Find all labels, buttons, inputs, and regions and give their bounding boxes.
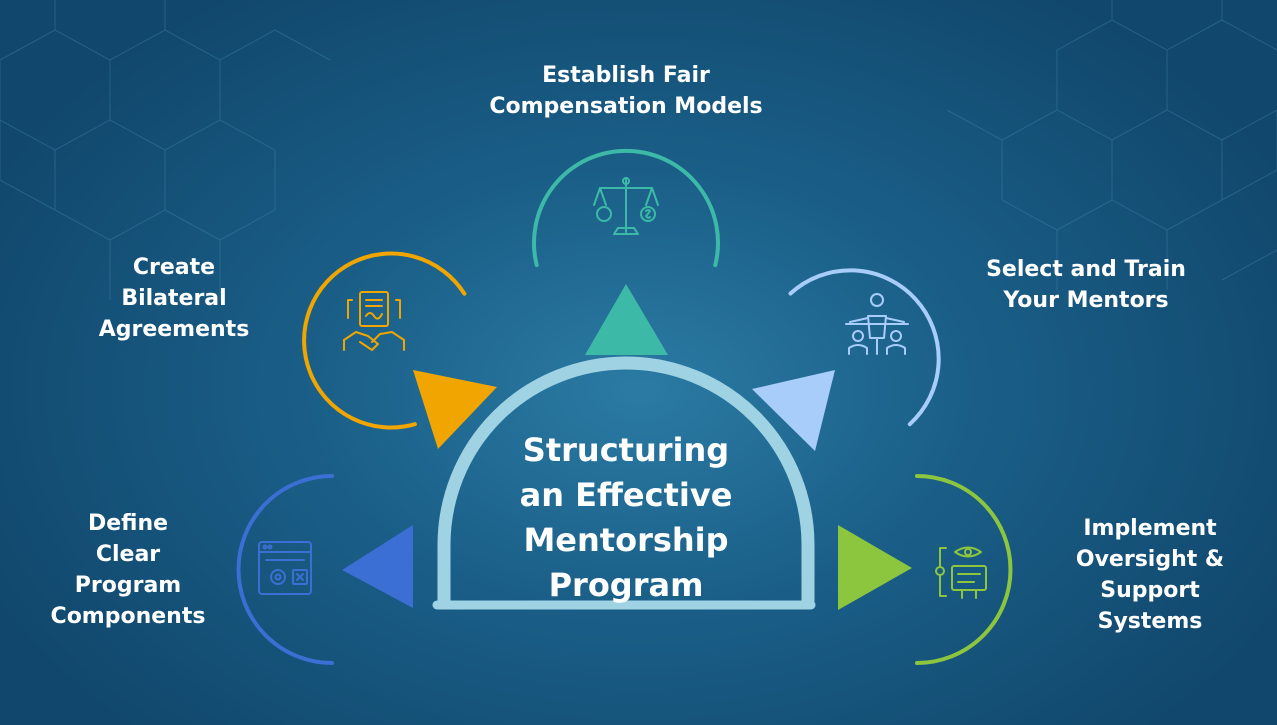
agreements-arc (302, 251, 467, 430)
monitoring-support-icon (935, 546, 987, 599)
oversight-arc (915, 474, 1013, 665)
components-pointer (342, 525, 413, 608)
background-pattern-left (0, 0, 331, 300)
balance-scale-icon (593, 177, 659, 235)
step-label-compensation: Establish Fair Compensation Models (489, 63, 763, 119)
presenter-team-icon (845, 293, 909, 355)
center-title: Structuring an Effective Mentorship Prog… (519, 431, 733, 604)
oversight-pointer (838, 525, 912, 610)
agreements-pointer (413, 370, 497, 449)
step-label-mentors: Select and Train Your Mentors (986, 257, 1186, 313)
mentors-pointer (752, 370, 835, 451)
compensation-pointer (585, 284, 668, 355)
step-label-oversight: Implement Oversight & Support Systems (1075, 516, 1225, 634)
compensation-arc (532, 148, 720, 267)
settings-window-icon (258, 541, 312, 595)
handshake-contract-icon (343, 291, 405, 351)
components-arc (236, 474, 334, 665)
step-label-agreements: Create Bilateral Agreements (98, 255, 250, 342)
step-label-components: Define Clear Program Components (50, 511, 206, 629)
background-pattern-right (946, 0, 1277, 290)
mentors-arc (788, 268, 941, 427)
center-dome (437, 356, 815, 603)
